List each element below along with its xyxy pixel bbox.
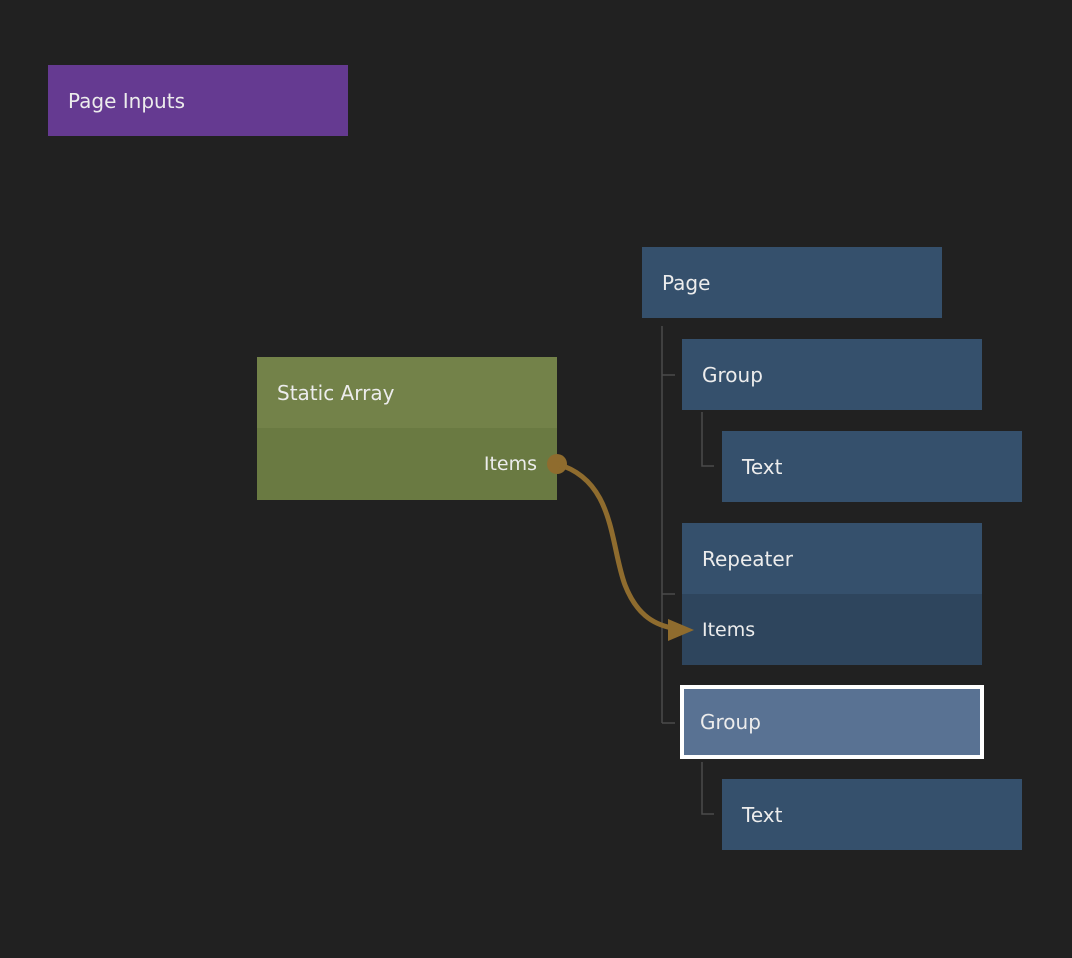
tree-line-group2-children <box>702 762 714 814</box>
repeater-header: Repeater <box>682 523 982 594</box>
tree-line-page-children <box>662 326 675 723</box>
node-static-array[interactable]: Static Array Items <box>257 357 557 500</box>
input-port-label: Items <box>702 619 755 641</box>
repeater-items-input-row[interactable]: Items <box>682 594 982 665</box>
tree-line-group1-children <box>702 412 714 466</box>
node-text-2[interactable]: Text <box>722 779 1022 850</box>
node-title: Group <box>702 363 763 387</box>
node-text-1[interactable]: Text <box>722 431 1022 502</box>
node-group-1[interactable]: Group <box>682 339 982 410</box>
node-title: Page <box>662 271 710 295</box>
node-title: Page Inputs <box>68 89 185 113</box>
node-title: Text <box>742 803 782 827</box>
node-title: Group <box>700 710 761 734</box>
node-repeater[interactable]: Repeater Items <box>682 523 982 665</box>
node-title: Static Array <box>277 381 394 405</box>
static-array-header: Static Array <box>257 357 557 428</box>
static-array-items-output-row[interactable]: Items <box>257 428 557 500</box>
node-page-inputs[interactable]: Page Inputs <box>48 65 348 136</box>
node-title: Text <box>742 455 782 479</box>
node-page[interactable]: Page <box>642 247 942 318</box>
output-port-label: Items <box>484 453 537 475</box>
node-title: Repeater <box>702 547 793 571</box>
node-group-2-selected[interactable]: Group <box>680 685 984 759</box>
